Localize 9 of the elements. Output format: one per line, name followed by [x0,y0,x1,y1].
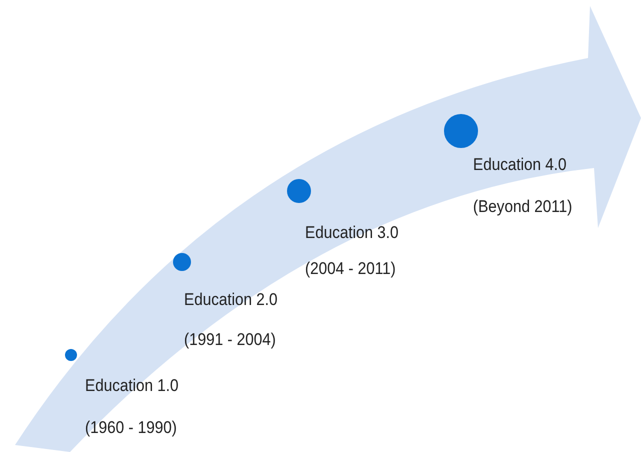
date-range: (1960 - 1990) [85,418,177,438]
date-range: (2004 - 2011) [305,259,396,279]
date-range: (1991 - 2004) [184,330,276,350]
timeline-dot [65,349,77,361]
date-range: (Beyond 2011) [473,197,572,217]
era-label: Education 3.0 [305,223,399,243]
era-label: Education 4.0 [473,155,567,175]
era-label: Education 1.0 [85,376,179,396]
era-label: Education 2.0 [184,290,278,310]
